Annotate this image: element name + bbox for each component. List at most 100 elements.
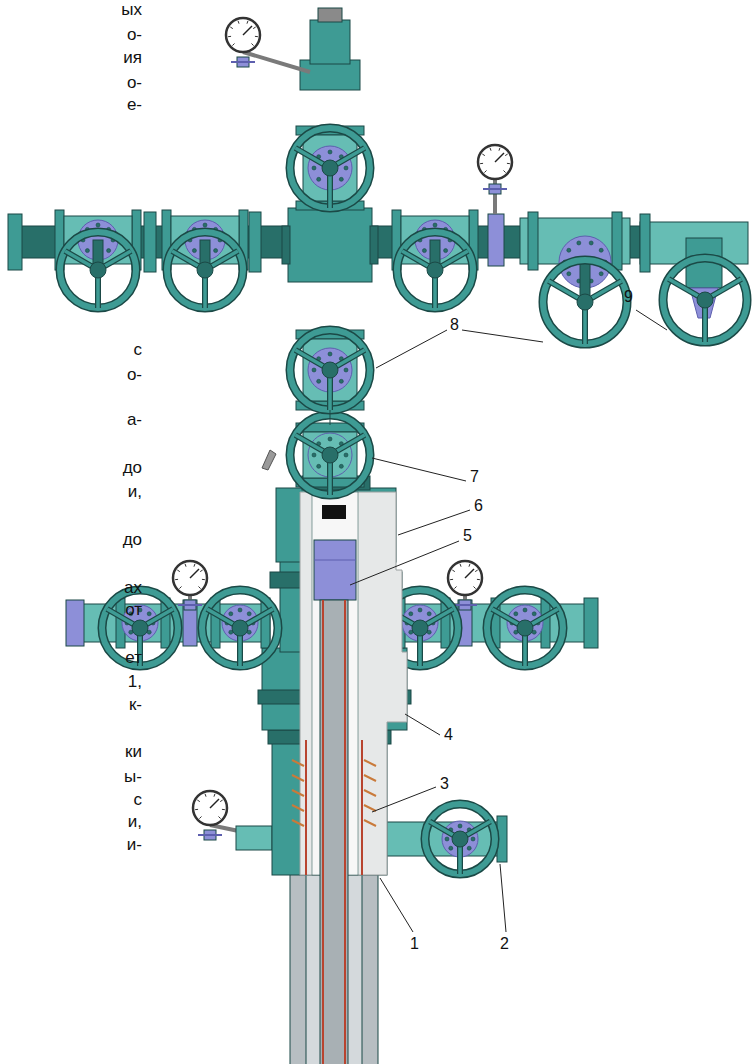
handwheel-hub (90, 262, 106, 278)
callout-number: 8 (450, 316, 459, 334)
gauge-tick (490, 148, 492, 151)
bolt (107, 249, 111, 253)
handwheel-rim (290, 128, 370, 208)
test-port (262, 450, 276, 470)
end-flange (8, 214, 22, 270)
casing-wall (361, 740, 363, 875)
cross-flange (282, 226, 290, 264)
bolt (445, 837, 449, 841)
leader-line (405, 714, 440, 735)
seal (322, 505, 346, 519)
gauge-tick (200, 570, 203, 572)
gauge-tick (222, 809, 225, 810)
end-cap (66, 600, 84, 646)
handwheel-rim (425, 804, 495, 874)
gauge-tick (218, 816, 220, 818)
bolt (433, 223, 437, 227)
text-fragment: до (123, 458, 142, 478)
bolt (589, 241, 593, 245)
text-fragment: ет (125, 648, 142, 668)
bolt (567, 272, 571, 276)
bolt (532, 612, 536, 616)
bolt (229, 612, 233, 616)
bolt (203, 223, 207, 227)
handwheel-rim (290, 415, 370, 495)
gauge-tick (450, 579, 453, 580)
handwheel-rim (543, 260, 627, 344)
slip-teeth (292, 820, 304, 826)
bolt (599, 272, 603, 276)
cross-flange (370, 226, 378, 264)
gauge-needle (495, 153, 504, 162)
handwheel-hub (412, 620, 428, 636)
gauge-tick (199, 816, 201, 818)
handwheel-rim (663, 258, 747, 342)
gauge-tick (475, 570, 478, 572)
handwheel-hub (322, 160, 338, 176)
bolt (339, 464, 343, 468)
leader-line (500, 864, 506, 932)
handwheel-rim (397, 232, 473, 308)
handwheel-rim (663, 258, 747, 342)
pressure-gauge (478, 145, 512, 179)
gauge-tick (205, 794, 207, 797)
leader-line (376, 330, 447, 368)
gauge-needle (243, 26, 252, 35)
gauge-tick (480, 163, 483, 164)
handwheel-rim (60, 232, 136, 308)
gauge-tick (185, 564, 187, 567)
slip-teeth (292, 775, 304, 781)
gauge-tee (183, 600, 197, 646)
tubing (320, 600, 348, 1064)
bolt (458, 824, 462, 828)
slip-teeth (364, 775, 376, 781)
gauge-tick (238, 21, 240, 24)
bolt (567, 248, 571, 252)
choke-flange (640, 214, 650, 272)
handwheel-rim (487, 590, 563, 666)
cap-nut (318, 8, 342, 22)
text-fragment: ах (124, 578, 142, 598)
handwheel-rim (167, 232, 243, 308)
slip-teeth (364, 760, 376, 766)
gauge-tick (228, 36, 231, 37)
gauge-valve-handle (453, 604, 477, 606)
handwheel-rim (202, 590, 278, 666)
gauge-tick (505, 154, 508, 156)
slip-teeth (292, 805, 304, 811)
gauge-needle (465, 569, 474, 578)
bolt (444, 249, 448, 253)
gauge-tick (255, 36, 258, 37)
handwheel-hub (452, 831, 468, 847)
handwheel-rim (487, 590, 563, 666)
bolt (96, 223, 100, 227)
callout-number: 2 (500, 935, 509, 953)
gauge-tick (477, 579, 480, 580)
bolt (409, 612, 413, 616)
leader-line (372, 458, 466, 481)
handwheel-hub (232, 620, 248, 636)
gauge-valve-handle (231, 61, 255, 63)
gauge-tick (197, 800, 200, 802)
handwheel-rim (290, 128, 370, 208)
bolt (577, 241, 581, 245)
callout-number: 5 (463, 527, 472, 545)
text-fragment: а- (127, 410, 142, 430)
callout-number: 1 (410, 935, 419, 953)
bolt (238, 608, 242, 612)
gauge-tick (454, 586, 456, 588)
gauge-nipple (236, 826, 272, 850)
bolt (339, 177, 343, 181)
bolt (147, 612, 151, 616)
gauge-valve-handle (178, 604, 202, 606)
bolt (312, 453, 316, 457)
bolt (247, 612, 251, 616)
bolt (418, 608, 422, 612)
text-fragment: и, (128, 482, 142, 502)
handwheel-rim (290, 330, 370, 410)
text-fragment: е- (127, 95, 142, 115)
slip-teeth (364, 790, 376, 796)
text-fragment: с (134, 790, 143, 810)
bolt (214, 249, 218, 253)
gauge-ring (488, 214, 504, 266)
